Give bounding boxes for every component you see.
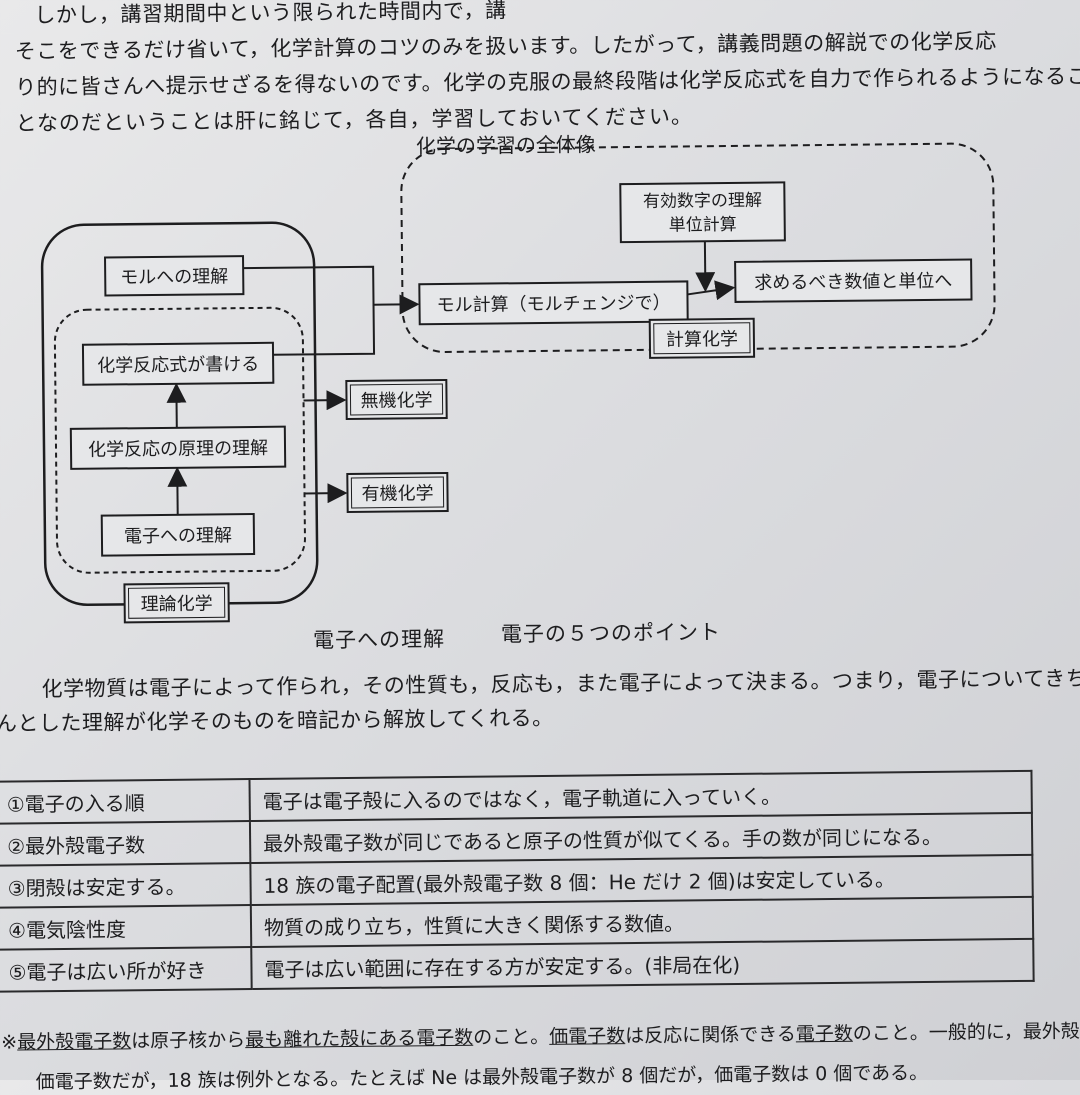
svg-text:モル計算（モルチェンジで）: モル計算（モルチェンジで） bbox=[436, 293, 670, 316]
box-electron-understanding: 電子への理解 bbox=[102, 514, 254, 556]
section-title-right: 電子の５つのポイント bbox=[501, 616, 721, 648]
box-calc-label: 計算化学 bbox=[650, 319, 754, 358]
section-title-left: 電子への理解 bbox=[313, 623, 445, 654]
box-sigfig: 有効数字の理解 単位計算 bbox=[620, 182, 785, 242]
arrow-calc-to-target bbox=[687, 288, 731, 294]
svg-text:有効数字の理解: 有効数字の理解 bbox=[643, 191, 762, 212]
box-reaction-equation: 化学反応式が書ける bbox=[83, 343, 273, 385]
svg-text:モルへの理解: モルへの理解 bbox=[120, 266, 228, 288]
box-target-value: 求めるべき数値と単位へ bbox=[735, 259, 971, 301]
box-organic: 有機化学 bbox=[347, 473, 447, 512]
electron-points-table: ①電子の入る順 電子は電子殻に入るのではなく，電子軌道に入っていく。 ②最外殻電… bbox=[0, 770, 1035, 993]
point-label: ⑤電子は広い所が好き bbox=[0, 947, 252, 992]
footnote-cut-line: 価電子数だが，18 族は例外となる。たとえば Ne は最外殻電子数が 8 個だが… bbox=[35, 1058, 928, 1094]
box-theory-label: 理論化学 bbox=[124, 583, 228, 622]
svg-text:理論化学: 理論化学 bbox=[141, 593, 213, 615]
arrow-mole-to-calc bbox=[243, 266, 415, 306]
footnote-term: 価電子数 bbox=[549, 1025, 625, 1048]
footnote-text: のこと。一般的に，最外殻 bbox=[853, 1020, 1080, 1044]
svg-text:有機化学: 有機化学 bbox=[361, 483, 433, 505]
footnote-term: 電子数 bbox=[796, 1023, 853, 1046]
chemistry-overview-diagram: 化学の学習の全体像 モルへの理解 化学反応式が書ける 化学反応の原理の理解 電子… bbox=[0, 0, 1080, 626]
section-body-line-1: 化学物質は電子によって作られ，その性質も，反応も，また電子によって決まる。つまり… bbox=[41, 660, 1080, 707]
footnote-text: は反応に関係できる bbox=[625, 1023, 796, 1047]
section-body-line-2: んとした理解が化学そのものを暗記から解放してくれる。 bbox=[0, 700, 554, 742]
svg-text:単位計算: 単位計算 bbox=[669, 215, 737, 236]
footnote: ※最外殻電子数は原子核から最も離れた殻にある電子数のこと。価電子数は反応に関係で… bbox=[1, 1016, 1080, 1054]
box-mole-understanding: モルへの理解 bbox=[105, 256, 243, 295]
footnote-term: 最も離れた殻にある電子数 bbox=[245, 1027, 473, 1051]
box-inorganic: 無機化学 bbox=[346, 380, 446, 419]
footnote-text: は原子核から bbox=[131, 1029, 245, 1052]
svg-text:化学反応の原理の理解: 化学反応の原理の理解 bbox=[88, 438, 268, 461]
footnote-term: 最外殻電子数 bbox=[17, 1030, 131, 1053]
svg-text:無機化学: 無機化学 bbox=[360, 390, 432, 412]
point-label: ③閉殻は安定する。 bbox=[0, 863, 251, 908]
point-desc: 電子は広い範囲に存在する方が安定する。(非局在化) bbox=[251, 939, 1033, 989]
footnote-mark: ※ bbox=[1, 1032, 17, 1054]
point-label: ④電気陰性度 bbox=[0, 905, 251, 950]
svg-text:化学反応式が書ける: 化学反応式が書ける bbox=[97, 354, 259, 377]
box-mole-calc: モル計算（モルチェンジで） bbox=[419, 281, 687, 324]
svg-text:求めるべき数値と単位へ: 求めるべき数値と単位へ bbox=[754, 271, 952, 294]
footnote-text: のこと。 bbox=[473, 1026, 549, 1049]
point-label: ①電子の入る順 bbox=[0, 779, 250, 824]
svg-text:電子への理解: 電子への理解 bbox=[124, 525, 232, 547]
box-reaction-principle: 化学反応の原理の理解 bbox=[71, 427, 285, 469]
svg-text:計算化学: 計算化学 bbox=[666, 329, 738, 351]
diagram-title: 化学の学習の全体像 bbox=[416, 132, 596, 158]
point-label: ②最外殻電子数 bbox=[0, 821, 250, 866]
